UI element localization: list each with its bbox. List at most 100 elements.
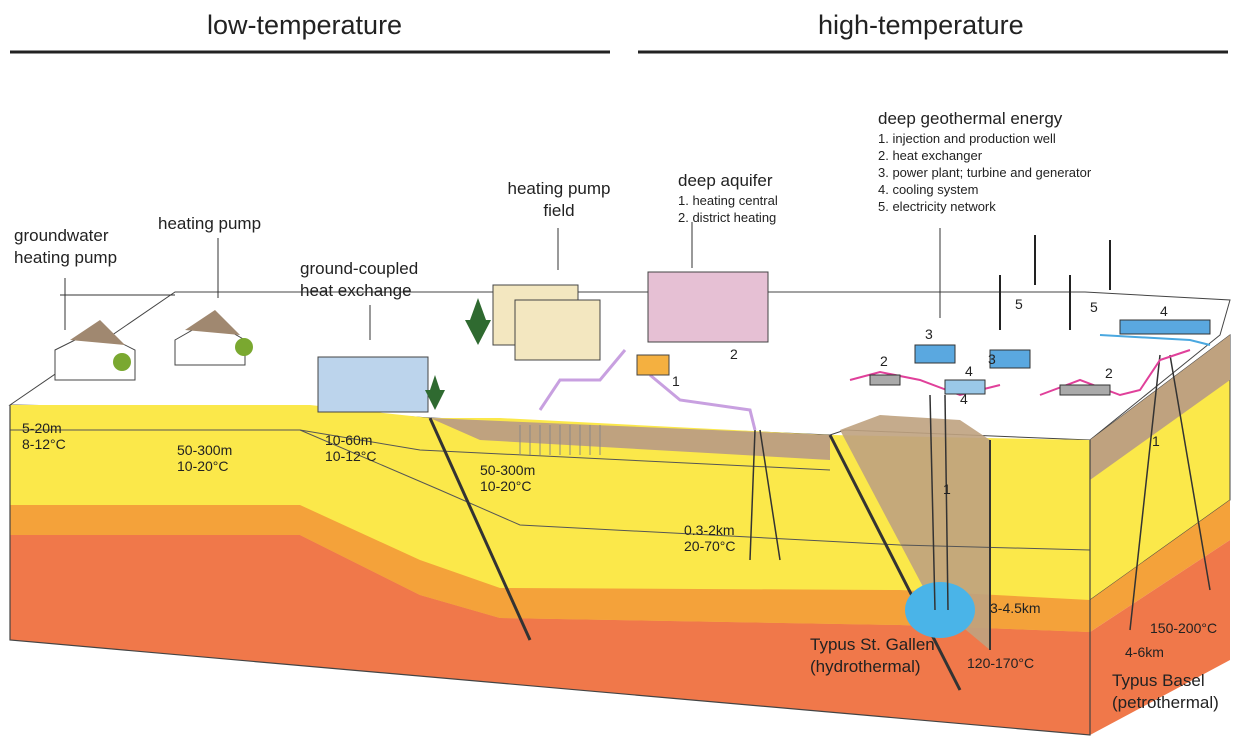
- depth-label-8: 150-200°C: [1150, 620, 1218, 636]
- hydrothermal-reservoir: [905, 582, 975, 638]
- depth-3-temp: 10-12°C: [325, 448, 377, 464]
- depth-label-7: 120-170°C: [967, 655, 1035, 671]
- deep-aquifer-item-2: 2. district heating: [678, 210, 777, 225]
- well-basel-1: [1129, 354, 1161, 631]
- depth-3-range: 10-60m: [325, 432, 373, 448]
- pump-field-line-2: field: [543, 201, 575, 220]
- well-basel-2: [1169, 354, 1211, 591]
- depth-label-4: 50-300m 10-20°C: [480, 462, 535, 494]
- depth-2-temp: 10-20°C: [177, 458, 229, 474]
- typus-basel-label: Typus Basel (petrothermal): [1112, 670, 1219, 714]
- tree-1: [113, 353, 131, 371]
- pump-field-pipe: [538, 349, 627, 411]
- typus-basel-name: Typus Basel: [1112, 671, 1205, 690]
- depth-2-range: 50-300m: [177, 442, 233, 458]
- typus-st-gallen-label: Typus St. Gallen (hydrothermal): [810, 634, 935, 678]
- tree-4: [465, 298, 491, 345]
- borehole-field: [519, 425, 601, 455]
- ground-coupled-label: ground-coupled heat exchange: [300, 258, 418, 302]
- depth-1-temp: 8-12°C: [22, 436, 66, 452]
- building-ground-coupled: [317, 356, 429, 413]
- typus-st-gallen-name: Typus St. Gallen: [810, 635, 935, 654]
- typus-basel-kind: (petrothermal): [1112, 693, 1219, 712]
- well-aquifer-1: [749, 429, 756, 561]
- depth-label-5: 0.3-2km 20-70°C: [684, 522, 736, 554]
- marker-cooling-4c: 4: [960, 391, 968, 407]
- deep-geothermal-item-1: 1. injection and production well: [878, 131, 1056, 146]
- cooling-unit-1: [1119, 319, 1211, 335]
- layer-line-1: [10, 429, 831, 471]
- pump-field-line-1: heating pump: [507, 179, 611, 198]
- layer-line-2: [299, 429, 1091, 551]
- marker-plant-3b: 3: [988, 351, 996, 367]
- side-red: [1090, 540, 1230, 735]
- ground-coupled-line-1: ground-coupled: [300, 259, 419, 278]
- heat-exchanger-2: [1059, 384, 1111, 396]
- low-temperature-header: low-temperature: [207, 10, 403, 40]
- marker-well-1b: 1: [1152, 433, 1160, 449]
- building-aquifer: [636, 271, 769, 376]
- depth-label-1: 5-20m 8-12°C: [22, 420, 66, 452]
- marker-exchanger-2b: 2: [1105, 365, 1113, 381]
- deep-geothermal-item-4: 4. cooling system: [878, 182, 979, 197]
- groundwater-pump-label: groundwater heating pump: [14, 225, 117, 269]
- depth-1-range: 5-20m: [22, 420, 62, 436]
- typus-st-gallen-kind: (hydrothermal): [810, 657, 921, 676]
- deep-aquifer-label: deep aquifer 1. heating central 2. distr…: [678, 170, 778, 226]
- depth-4-range: 50-300m: [480, 462, 536, 478]
- well-aquifer-2: [759, 429, 781, 561]
- depth-5-range: 0.3-2km: [684, 522, 735, 538]
- marker-network-5a: 5: [1015, 296, 1023, 312]
- pump-field-label: heating pump field: [500, 178, 618, 222]
- blue-pipe: [1099, 334, 1211, 346]
- well-st-gallen-1: [929, 394, 936, 611]
- groundwater-pump-line-2: heating pump: [14, 248, 118, 267]
- depth-label-3: 10-60m 10-12°C: [325, 432, 377, 464]
- marker-well-1a: 1: [943, 481, 951, 497]
- marker-network-5b: 5: [1090, 299, 1098, 315]
- deep-geothermal-title: deep geothermal energy: [878, 109, 1063, 128]
- orange-layer: [10, 505, 1090, 632]
- tree-3: [425, 375, 445, 410]
- depth-5-temp: 20-70°C: [684, 538, 736, 554]
- heat-exchanger-1: [869, 374, 901, 386]
- well-st-gallen-2: [944, 394, 949, 611]
- depth-4-temp: 10-20°C: [480, 478, 532, 494]
- marker-plant-3a: 3: [925, 326, 933, 342]
- deep-geothermal-label: deep geothermal energy 1. injection and …: [878, 108, 1091, 215]
- deep-aquifer-item-1: 1. heating central: [678, 193, 778, 208]
- tree-2: [235, 338, 253, 356]
- pink-pipe-right: [1039, 349, 1191, 397]
- side-orange: [1090, 500, 1230, 632]
- deep-aquifer-title: deep aquifer: [678, 171, 773, 190]
- block-outline: [9, 405, 1091, 736]
- deep-geothermal-item-3: 3. power plant; turbine and generator: [878, 165, 1092, 180]
- house-heating-pump: [174, 310, 246, 366]
- deep-geothermal-item-2: 2. heat exchanger: [878, 148, 983, 163]
- heating-pump-label: heating pump: [158, 214, 262, 233]
- aquifer-pipe: [649, 373, 757, 431]
- deep-geothermal-item-5: 5. electricity network: [878, 199, 996, 214]
- power-plant-1: [914, 344, 956, 364]
- marker-cooling-4b: 4: [1160, 303, 1168, 319]
- red-layer: [10, 535, 1090, 735]
- depth-label-6: 3-4.5km: [990, 600, 1041, 616]
- marker-cooling-4a: 4: [965, 363, 973, 379]
- building-pump-field: [492, 284, 601, 361]
- marker-aquifer-1: 1: [672, 373, 680, 389]
- side-soil: [1090, 335, 1230, 480]
- power-plant-2: [989, 349, 1031, 369]
- fault-mid: [828, 434, 962, 691]
- marker-aquifer-2: 2: [730, 346, 738, 362]
- fault-left: [428, 417, 532, 641]
- groundwater-pump-line-1: groundwater: [14, 226, 109, 245]
- depth-label-2: 50-300m 10-20°C: [177, 442, 232, 474]
- cooling-unit-2: [944, 379, 986, 395]
- ground-coupled-line-2: heat exchange: [300, 281, 412, 300]
- marker-exchanger-2a: 2: [880, 353, 888, 369]
- electricity-pylons: [999, 235, 1111, 330]
- depth-label-9: 4-6km: [1125, 644, 1164, 660]
- high-temperature-header: high-temperature: [818, 10, 1024, 40]
